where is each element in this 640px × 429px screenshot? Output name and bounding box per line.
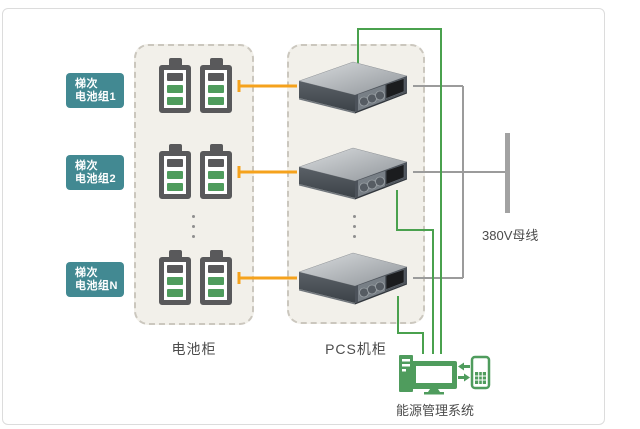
busbar-caption: 380V母线 (482, 228, 539, 243)
battery-cap (168, 58, 182, 65)
pcs-cabinet-caption: PCS机柜 (325, 341, 387, 357)
pcs-converter-icon (298, 252, 408, 305)
mobile-phone-icon (470, 355, 491, 390)
data-exchange-arrows-icon (458, 362, 470, 382)
battery-group-2-line1: 梯次 (75, 160, 98, 172)
desktop-computer-icon (399, 355, 457, 395)
battery-cabinet-box (134, 44, 254, 325)
battery-group-n-label: 梯次 电池组N (66, 262, 124, 297)
ems-icon-group (399, 355, 491, 395)
battery-group-1-label: 梯次 电池组1 (66, 73, 124, 108)
battery-icon (200, 250, 232, 305)
battery-icon (159, 58, 191, 113)
battery-icon (200, 144, 232, 199)
battery-group-2-line2: 电池组2 (75, 173, 117, 185)
vertical-ellipsis-dots (353, 215, 356, 238)
pcs-converter-icon (298, 61, 408, 114)
battery-icon (159, 250, 191, 305)
ems-caption: 能源管理系统 (395, 403, 474, 418)
battery-group-n-line1: 梯次 (75, 267, 98, 279)
battery-icon (159, 144, 191, 199)
battery-cabinet-caption: 电池柜 (171, 341, 217, 357)
vertical-ellipsis-dots (192, 215, 195, 238)
battery-group-n-line2: 电池组N (75, 280, 118, 292)
battery-group-1-line1: 梯次 (75, 78, 98, 90)
battery-group-1-line2: 电池组1 (75, 91, 117, 103)
battery-icon (200, 58, 232, 113)
pcs-converter-icon (298, 147, 408, 200)
battery-group-2-label: 梯次 电池组2 (66, 155, 124, 190)
